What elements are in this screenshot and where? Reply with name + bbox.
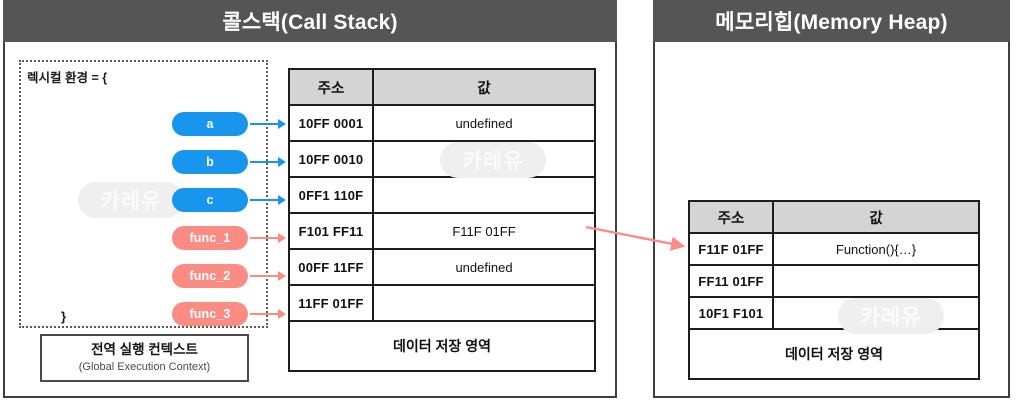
data-storage-area-label: 데이터 저장 영역: [688, 328, 980, 380]
cell-address: 0FF1 110F: [288, 176, 374, 214]
call-stack-title: 콜스택(Call Stack): [3, 0, 617, 42]
cell-address: FF11 01FF: [688, 264, 774, 298]
watermark-memory-heap: 카레유: [838, 298, 944, 334]
table-row: F101 FF11 F11F 01FF: [288, 212, 596, 250]
table-row: 0FF1 110F: [288, 176, 596, 214]
table-row: 00FF 11FF undefined: [288, 248, 596, 286]
call-stack-memory-table: 주소 값 10FF 0001 undefined 10FF 0010 0FF1 …: [288, 68, 596, 372]
cell-address: F101 FF11: [288, 212, 374, 250]
arrow-b-to-address: [250, 157, 286, 167]
cell-value: Function(){…}: [772, 232, 980, 266]
memory-heap-table: 주소 값 F11F 01FF Function(){…} FF11 01FF 1…: [688, 200, 980, 380]
lexical-environment-close-label: }: [61, 309, 67, 324]
arrow-func-1-to-address: [250, 233, 286, 243]
cell-value: undefined: [372, 104, 596, 142]
cell-address: 10FF 0001: [288, 104, 374, 142]
cell-address: 00FF 11FF: [288, 248, 374, 286]
function-pill-func-1[interactable]: func_1: [172, 226, 248, 250]
arrow-func-3-to-address: [250, 309, 286, 319]
cell-value: undefined: [372, 248, 596, 286]
global-execution-context-label-ko: 전역 실행 컨텍스트: [91, 341, 198, 357]
table-row: F11F 01FF Function(){…}: [688, 232, 980, 266]
cell-address: 10F1 F101: [688, 296, 774, 330]
arrow-c-to-address: [250, 195, 286, 205]
arrow-a-to-address: [250, 119, 286, 129]
table-footer-row: 데이터 저장 영역: [688, 328, 980, 380]
data-storage-area-label: 데이터 저장 영역: [288, 320, 596, 372]
function-pill-func-3[interactable]: func_3: [172, 302, 248, 326]
arrow-func-2-to-address: [250, 271, 286, 281]
function-pill-func-2[interactable]: func_2: [172, 264, 248, 288]
column-header-value: 값: [372, 68, 596, 106]
cell-value: F11F 01FF: [372, 212, 596, 250]
table-header-row: 주소 값: [288, 68, 596, 106]
variable-pill-a[interactable]: a: [172, 112, 248, 136]
column-header-address: 주소: [288, 68, 374, 106]
table-row: 11FF 01FF: [288, 284, 596, 322]
watermark-call-stack: 카레유: [440, 142, 546, 178]
variable-pill-c[interactable]: c: [172, 188, 248, 212]
watermark-lexical: 카레유: [78, 182, 184, 218]
cell-address: F11F 01FF: [688, 232, 774, 266]
lexical-environment-open-label: 렉시컬 환경 = {: [27, 71, 108, 85]
table-row: FF11 01FF: [688, 264, 980, 298]
cell-value: [372, 176, 596, 214]
column-header-address: 주소: [688, 200, 774, 234]
table-header-row: 주소 값: [688, 200, 980, 234]
variable-pill-b[interactable]: b: [172, 150, 248, 174]
column-header-value: 값: [772, 200, 980, 234]
table-row: 10FF 0001 undefined: [288, 104, 596, 142]
table-footer-row: 데이터 저장 영역: [288, 320, 596, 372]
cell-value: [772, 264, 980, 298]
cell-address: 11FF 01FF: [288, 284, 374, 322]
global-execution-context-label-en: (Global Execution Context): [78, 360, 211, 373]
global-execution-context-box: 전역 실행 컨텍스트 (Global Execution Context): [40, 334, 249, 382]
memory-heap-title: 메모리힙(Memory Heap): [653, 0, 1010, 42]
cell-address: 10FF 0010: [288, 140, 374, 178]
cell-value: [372, 284, 596, 322]
